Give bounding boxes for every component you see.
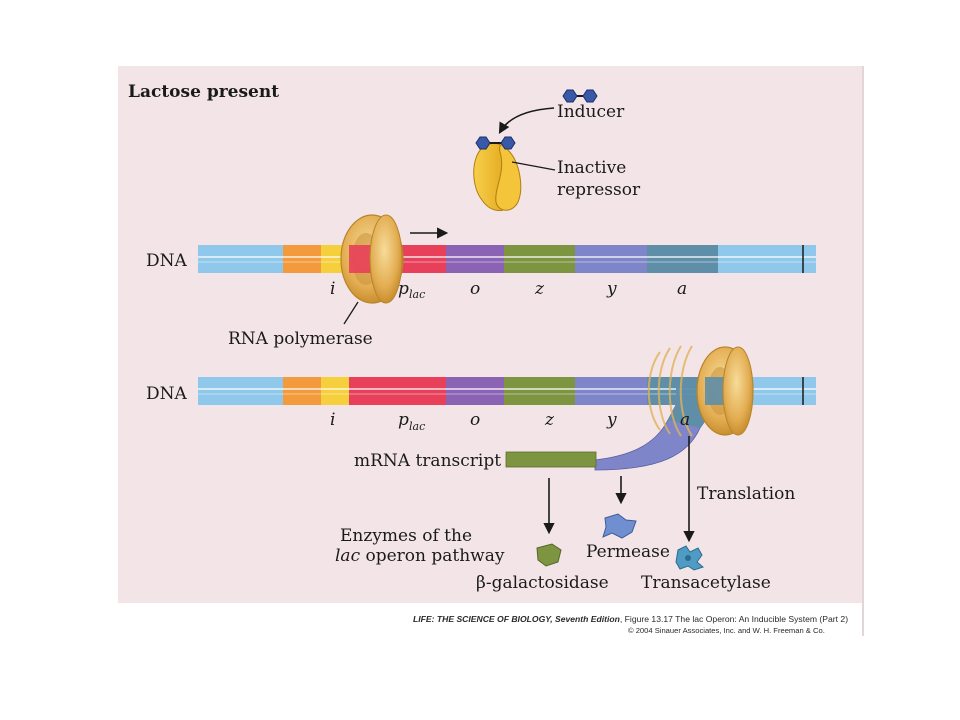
polymerase-leader-line <box>343 301 359 325</box>
gene-segment-y-2 <box>575 377 647 405</box>
gene-segment-orange <box>283 245 321 273</box>
svg-text:z: z <box>544 410 555 430</box>
svg-text:lac: lac <box>409 420 425 433</box>
inducer-label: Inducer <box>557 102 625 122</box>
svg-text:z: z <box>534 279 545 299</box>
gene-segment-o-2 <box>446 377 504 405</box>
gene-labels-1: i p lac o z y a <box>330 279 687 301</box>
svg-text:i: i <box>330 279 335 299</box>
svg-text:lac: lac <box>409 288 425 301</box>
enzymes-label-1: Enzymes of the <box>340 526 472 546</box>
gene-segment-z-2 <box>504 377 575 405</box>
rna-polymerase-icon-2 <box>647 345 754 437</box>
gene-labels-2: i p lac o z y a <box>330 410 690 433</box>
galactosidase-label: β-galactosidase <box>476 573 609 593</box>
mrna-transcript-label: mRNA transcript <box>354 451 501 471</box>
svg-text:o: o <box>470 410 480 430</box>
dna-label-2: DNA <box>146 384 188 404</box>
transacetylase-label: Transacetylase <box>641 573 771 593</box>
svg-text:p: p <box>398 279 409 299</box>
permease-icon <box>602 513 637 539</box>
gene-segment-o <box>446 245 504 273</box>
translation-label: Translation <box>697 484 795 504</box>
dna-strand-1 <box>198 245 816 273</box>
credit-line-2: © 2004 Sinauer Associates, Inc. and W. H… <box>628 626 825 635</box>
inactive-repressor-label-2: repressor <box>557 180 641 200</box>
svg-text:y: y <box>606 279 617 299</box>
gene-segment-i-2 <box>321 377 349 405</box>
gene-segment-z <box>504 245 575 273</box>
svg-text:y: y <box>606 410 617 430</box>
enzymes-label-2: lac operon pathway <box>335 546 505 566</box>
rna-polymerase-label: RNA polymerase <box>228 329 373 349</box>
gene-segment-plac-2 <box>349 377 446 405</box>
gene-segment-a <box>647 245 718 273</box>
repressor-leader-line <box>511 161 556 171</box>
inactive-repressor-icon <box>473 136 522 212</box>
rna-polymerase-icon-1 <box>340 214 404 304</box>
svg-text:p: p <box>398 410 409 430</box>
panel-title: Lactose present <box>128 82 279 102</box>
lac-italic: lac <box>335 546 361 566</box>
transacetylase-icon <box>675 545 705 571</box>
beta-galactosidase-icon <box>536 543 562 567</box>
operon-pathway-text: operon pathway <box>360 546 505 566</box>
credit-line-1: LIFE: THE SCIENCE OF BIOLOGY, Seventh Ed… <box>413 614 848 624</box>
svg-text:a: a <box>680 410 690 430</box>
svg-text:i: i <box>330 410 335 430</box>
inducer-binding-arrow <box>498 107 555 134</box>
figure-panel-edge <box>862 66 864 636</box>
inducer-molecule-icon <box>562 89 598 103</box>
dna-label-1: DNA <box>146 251 188 271</box>
inactive-repressor-label-1: Inactive <box>557 158 626 178</box>
permease-label: Permease <box>586 542 670 562</box>
svg-text:o: o <box>470 279 480 299</box>
gene-segment-orange-2 <box>283 377 321 405</box>
svg-text:a: a <box>677 279 687 299</box>
gene-segment-y <box>575 245 647 273</box>
